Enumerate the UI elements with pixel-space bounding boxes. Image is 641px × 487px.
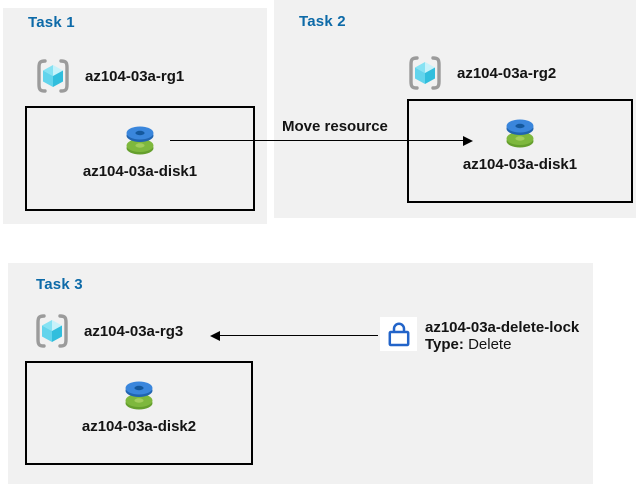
resource-group-icon <box>33 313 71 349</box>
disk-icon <box>121 376 157 412</box>
task1-resource-box: az104-03a-disk1 <box>25 106 255 211</box>
task3-title: Task 3 <box>36 276 83 293</box>
resource-group-label: az104-03a-rg1 <box>85 67 185 85</box>
disk-label: az104-03a-disk1 <box>462 155 578 173</box>
resource-group-icon <box>34 58 72 94</box>
task3-resource-box: az104-03a-disk2 <box>25 361 253 465</box>
resource-group-label: az104-03a-rg3 <box>84 322 184 340</box>
task1-resource-group: az104-03a-rg1 <box>34 58 184 94</box>
task2-resource-group: az104-03a-rg2 <box>406 55 556 91</box>
disk-label: az104-03a-disk1 <box>82 163 198 180</box>
delete-lock-text: az104-03a-delete-lock Type: Delete <box>425 319 579 353</box>
move-arrow-line <box>170 140 464 141</box>
move-resource-label: Move resource <box>282 118 388 135</box>
lock-type-label: Type: <box>425 336 464 353</box>
task1-panel <box>3 8 267 224</box>
resource-group-label: az104-03a-rg2 <box>457 64 557 82</box>
move-arrow-head-icon <box>463 136 473 146</box>
task2-resource-box: az104-03a-disk1 <box>407 99 633 203</box>
disk-icon <box>122 121 158 157</box>
task2-title: Task 2 <box>299 13 346 30</box>
resource-group-icon <box>406 55 444 91</box>
disk-label: az104-03a-disk2 <box>81 417 197 435</box>
task3-resource-group: az104-03a-rg3 <box>33 313 183 349</box>
lock-arrow-line <box>220 335 378 336</box>
task3-panel <box>8 263 593 484</box>
delete-lock-chip <box>380 317 417 351</box>
delete-lock-name: az104-03a-delete-lock <box>425 319 580 336</box>
task1-title: Task 1 <box>28 14 75 31</box>
lock-arrow-head-icon <box>210 331 220 341</box>
lock-type-value: Delete <box>468 336 512 353</box>
task2-panel <box>274 0 636 218</box>
delete-lock-type: Type: Delete <box>425 336 579 353</box>
disk-icon <box>502 114 538 150</box>
lock-icon <box>384 319 414 349</box>
